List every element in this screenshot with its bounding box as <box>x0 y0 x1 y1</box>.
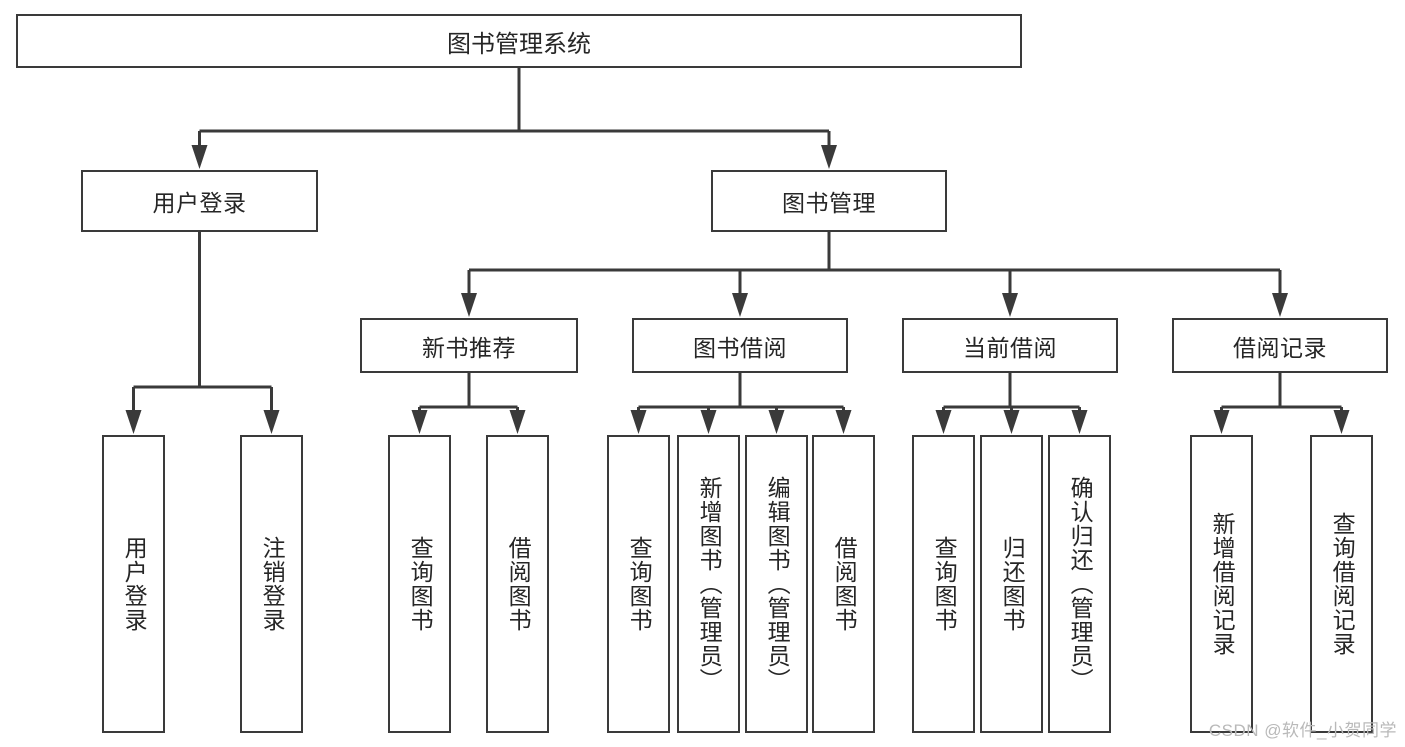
node-label: 图书借阅 <box>693 334 787 361</box>
node-book-borrow[interactable]: 图书借阅 <box>632 318 848 373</box>
node-leaf-return-book[interactable]: 归还图书 <box>980 435 1043 733</box>
node-leaf-user-login[interactable]: 用户登录 <box>102 435 165 733</box>
node-label: 编辑图书（管理员） <box>764 476 791 692</box>
node-leaf-borrow-book-2[interactable]: 借阅图书 <box>812 435 875 733</box>
node-leaf-query-book-1[interactable]: 查询图书 <box>388 435 451 733</box>
node-label: 借阅图书 <box>831 536 858 632</box>
node-label: 归还图书 <box>999 536 1026 632</box>
node-label: 借阅图书 <box>505 536 532 632</box>
node-leaf-add-book[interactable]: 新增图书（管理员） <box>677 435 740 733</box>
node-label: 借阅记录 <box>1233 334 1327 361</box>
node-new-book-recommend[interactable]: 新书推荐 <box>360 318 578 373</box>
node-book-manage[interactable]: 图书管理 <box>711 170 947 232</box>
node-leaf-borrow-book-1[interactable]: 借阅图书 <box>486 435 549 733</box>
node-leaf-logout[interactable]: 注销登录 <box>240 435 303 733</box>
node-label: 新增借阅记录 <box>1209 512 1236 656</box>
node-label: 用户登录 <box>121 536 148 632</box>
node-label: 注销登录 <box>259 536 286 632</box>
node-root[interactable]: 图书管理系统 <box>16 14 1022 68</box>
node-leaf-query-book-2[interactable]: 查询图书 <box>607 435 670 733</box>
node-label: 当前借阅 <box>963 334 1057 361</box>
node-label: 确认归还（管理员） <box>1067 476 1094 692</box>
node-current-borrow[interactable]: 当前借阅 <box>902 318 1118 373</box>
node-leaf-confirm-return[interactable]: 确认归还（管理员） <box>1048 435 1111 733</box>
node-label: 新增图书（管理员） <box>696 476 723 692</box>
node-label: 查询图书 <box>931 536 958 632</box>
watermark: CSDN @软件_小贺同学 <box>1208 721 1397 740</box>
node-leaf-add-record[interactable]: 新增借阅记录 <box>1190 435 1253 733</box>
node-label: 图书管理系统 <box>447 30 591 58</box>
node-label: 查询图书 <box>407 536 434 632</box>
node-label: 新书推荐 <box>422 334 516 361</box>
node-leaf-query-record[interactable]: 查询借阅记录 <box>1310 435 1373 733</box>
node-label: 查询借阅记录 <box>1329 512 1356 656</box>
node-label: 图书管理 <box>782 190 876 216</box>
node-leaf-edit-book[interactable]: 编辑图书（管理员） <box>745 435 808 733</box>
node-borrow-record[interactable]: 借阅记录 <box>1172 318 1388 373</box>
node-user-login[interactable]: 用户登录 <box>81 170 318 232</box>
node-leaf-query-book-3[interactable]: 查询图书 <box>912 435 975 733</box>
node-label: 用户登录 <box>152 190 247 216</box>
node-label: 查询图书 <box>626 536 653 632</box>
